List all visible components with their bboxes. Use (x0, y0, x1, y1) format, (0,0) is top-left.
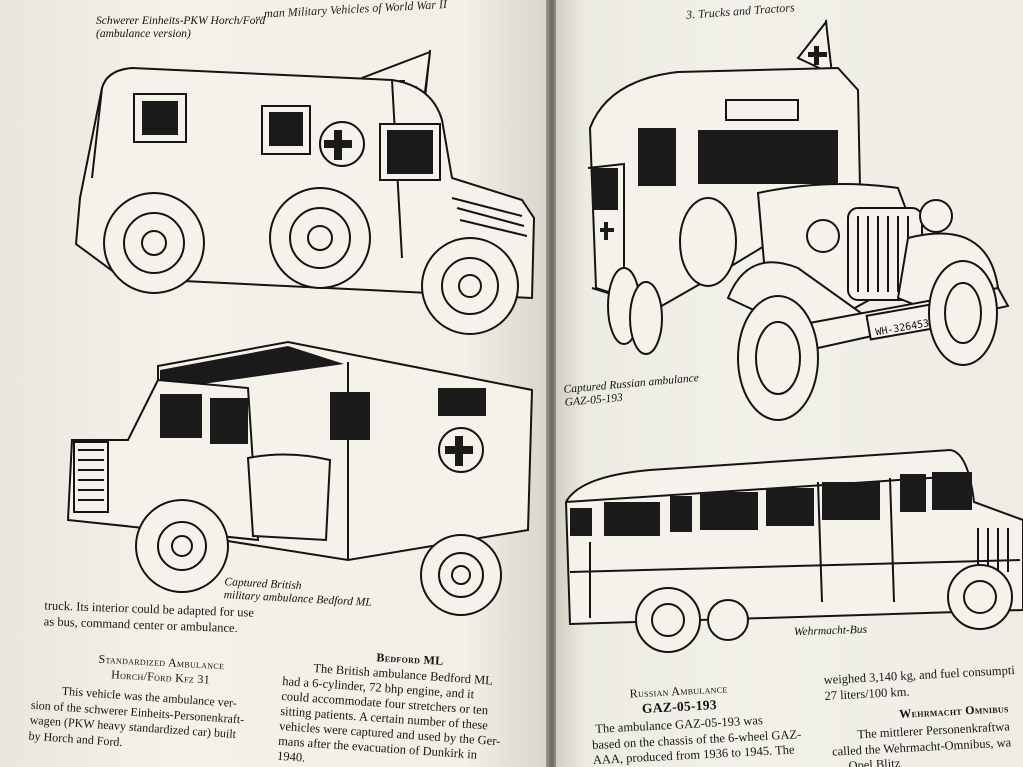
bus-wheels (635, 564, 1013, 653)
horch-ambulance-illustration (74, 49, 536, 335)
weight-text: weighed 3,140 kg, and fuel consumpti 27 … (823, 663, 1016, 704)
gaz-heading: Russian Ambulance GAZ-05-193 (603, 680, 754, 718)
horch-caption-sub: (ambulance version) (96, 28, 191, 40)
left-running-head: ...man Military Vehicles of World War II (254, 0, 448, 22)
bedford-ambulance-illustration (66, 340, 534, 616)
wehrmacht-bus-illustration (564, 448, 1023, 653)
gaz-ambulance-illustration: WH-3264538 (587, 19, 1010, 421)
horch-wheels (103, 187, 519, 335)
bedford-wheels (135, 499, 502, 616)
gaz-body: The ambulance GAZ-05-193 was based on th… (591, 710, 825, 767)
gaz-wheels (607, 197, 998, 421)
horch-caption: Schwerer Einheits-PKW Horch/Ford (ambula… (96, 15, 265, 41)
bus-windows (570, 472, 972, 536)
right-page: 3. Trucks and Tractors WH-3264538 (556, 0, 1023, 767)
book-gutter (546, 0, 558, 767)
left-page: ...man Military Vehicles of World War II… (0, 0, 548, 767)
horch-body: This vehicle was the ambulance ver- sion… (28, 682, 272, 761)
horch-caption-title: Schwerer Einheits-PKW Horch/Ford (96, 15, 266, 27)
omnibus-body: The mittlerer Personenkraftwa called the… (831, 719, 1012, 767)
bus-caption: Wehrmacht-Bus (793, 623, 868, 639)
horch-heading: Standardized Ambulance Horch/Ford Kfz 31 (65, 650, 256, 690)
truck-text: truck. Its interior could be adapted for… (44, 598, 255, 636)
bedford-body: The British ambulance Bedford ML had a 6… (277, 659, 546, 767)
